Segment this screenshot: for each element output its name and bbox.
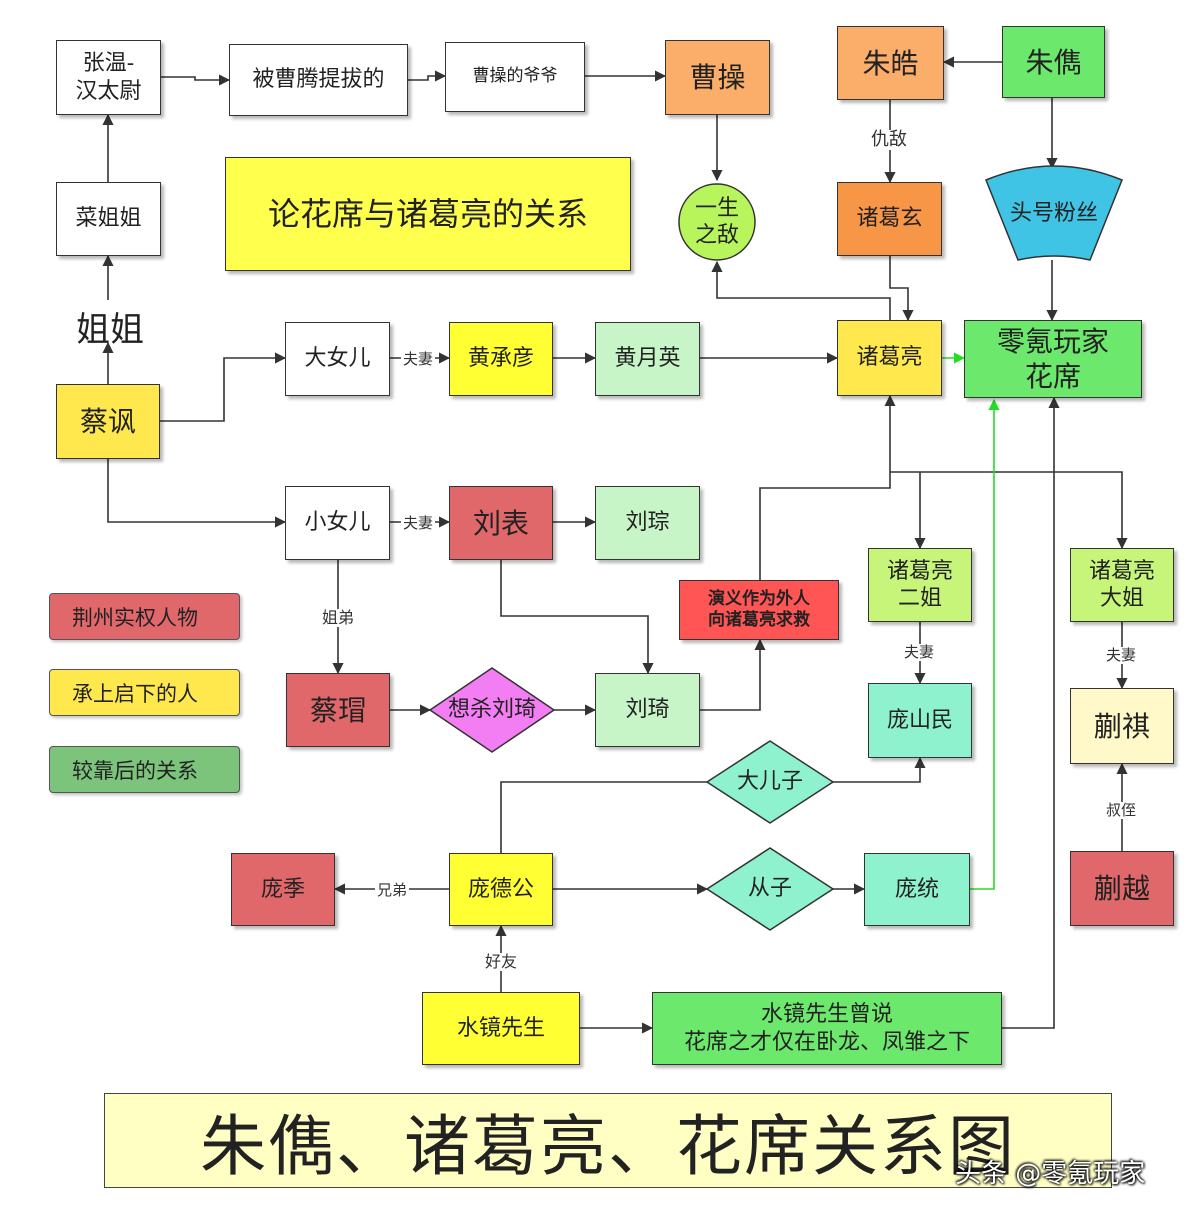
edge-label-fuqi-4: 夫妻 bbox=[1104, 646, 1139, 664]
node-zhugeliang[interactable]: 诸葛亮 bbox=[837, 320, 942, 396]
edge-pangdegong-daerzi bbox=[500, 781, 707, 853]
edge-zhugexuan-zhugeliang bbox=[889, 256, 914, 322]
node-liubiao[interactable]: 刘表 bbox=[449, 486, 553, 560]
edge-caifeng-danver bbox=[160, 352, 287, 422]
edge-label-fuqi-2: 夫妻 bbox=[401, 514, 436, 532]
edge-yanyi-zhugeliang bbox=[759, 394, 896, 580]
edge-caifeng-xiaonver bbox=[107, 459, 287, 528]
node-pangtong[interactable]: 庞统 bbox=[864, 853, 970, 926]
legend-jingzhou-power: 荆州实权人物 bbox=[49, 593, 240, 640]
edge-liubiao-liuqi bbox=[500, 560, 654, 675]
node-shuijing[interactable]: 水镜先生 bbox=[422, 992, 580, 1065]
node-yanyi[interactable]: 演义作为外人 向诸葛亮求救 bbox=[679, 580, 839, 640]
edge-zhangwen-beicaoteng bbox=[161, 74, 231, 86]
fans-fan-shape bbox=[985, 165, 1123, 261]
label-jiejie: 姐姐 bbox=[76, 310, 144, 350]
node-xiangsha[interactable]: 想杀刘琦 bbox=[447, 697, 536, 723]
edge-daerzi-pangshanmin bbox=[833, 756, 926, 783]
watermark: 头条 @零氪玩家 bbox=[955, 1159, 1146, 1189]
legend-connector: 承上启下的人 bbox=[49, 669, 240, 716]
enemy-circle-shape bbox=[678, 183, 756, 261]
main-title-banner: 朱儁、诸葛亮、花席关系图 bbox=[104, 1093, 1112, 1188]
edge-pangtong-huaxi bbox=[970, 398, 1000, 890]
node-caocao-grandpa[interactable]: 曹操的爷爷 bbox=[445, 42, 585, 112]
edge-beicaoteng-grandpa bbox=[408, 70, 447, 82]
edge-label-jiedi: 姐弟 bbox=[320, 608, 357, 627]
node-caifeng[interactable]: 蔡讽 bbox=[56, 384, 160, 459]
node-pangdegong[interactable]: 庞德公 bbox=[449, 853, 553, 926]
node-xiaonver[interactable]: 小女儿 bbox=[285, 486, 390, 560]
node-congzi[interactable]: 从子 bbox=[747, 876, 792, 902]
node-zhuhao[interactable]: 朱皓 bbox=[837, 26, 944, 100]
xiangsha-diamond-shape bbox=[428, 667, 556, 753]
edge-liuqi-yanyi bbox=[700, 638, 766, 711]
node-liuqi[interactable]: 刘琦 bbox=[595, 673, 700, 747]
node-yishengzhidi[interactable]: 一生 之敌 bbox=[694, 195, 739, 249]
node-caimao[interactable]: 蔡瑁 bbox=[286, 673, 390, 747]
node-shuijing-said[interactable]: 水镜先生曾说 花席之才仅在卧龙、凤雏之下 bbox=[652, 992, 1002, 1065]
node-danver[interactable]: 大女儿 bbox=[285, 322, 390, 396]
node-zhujun[interactable]: 朱儁 bbox=[1002, 26, 1105, 98]
edge-zhugeliang-enemy bbox=[711, 260, 891, 320]
node-huaxi[interactable]: 零氪玩家 花席 bbox=[964, 320, 1142, 398]
node-zhangwen[interactable]: 张温- 汉太尉 bbox=[56, 40, 161, 115]
edge-label-xiongdi: 兄弟 bbox=[375, 881, 410, 899]
node-caijiejie[interactable]: 菜姐姐 bbox=[56, 182, 161, 256]
node-kuaiqi[interactable]: 蒯祺 bbox=[1070, 688, 1174, 764]
edge-label-shuzhi: 叔侄 bbox=[1104, 801, 1139, 819]
node-liucong[interactable]: 刘琮 bbox=[595, 486, 700, 560]
congzi-diamond-shape bbox=[705, 847, 835, 931]
edge-label-fuqi-3: 夫妻 bbox=[902, 643, 937, 661]
node-caocao[interactable]: 曹操 bbox=[665, 40, 770, 115]
node-zhugexuan[interactable]: 诸葛玄 bbox=[837, 182, 942, 256]
node-zhuge-dajie[interactable]: 诸葛亮 大姐 bbox=[1070, 548, 1174, 622]
edge-said-huaxi bbox=[1002, 396, 1060, 1029]
node-huangchengyan[interactable]: 黄承彦 bbox=[449, 322, 553, 396]
node-huangyueying[interactable]: 黄月英 bbox=[595, 322, 700, 396]
edge-label-choudi: 仇敌 bbox=[869, 129, 909, 150]
node-daerzi[interactable]: 大儿子 bbox=[736, 769, 803, 795]
node-kuaiyue[interactable]: 蒯越 bbox=[1070, 851, 1174, 926]
edge-label-fuqi-1: 夫妻 bbox=[401, 350, 436, 368]
legend-later-relation: 较靠后的关系 bbox=[49, 746, 240, 793]
node-beicaoteng[interactable]: 被曹腾提拔的 bbox=[229, 44, 408, 116]
edge-label-haoyou: 好友 bbox=[483, 952, 520, 971]
node-pangji[interactable]: 庞季 bbox=[231, 853, 335, 926]
node-zhuge-erjie[interactable]: 诸葛亮 二姐 bbox=[868, 548, 972, 622]
node-toufanfensi[interactable]: 头号粉丝 bbox=[1009, 201, 1098, 227]
daerzi-diamond-shape bbox=[705, 740, 835, 824]
edge-zhugeliang-sisters bbox=[890, 471, 1128, 550]
node-pangshanmin[interactable]: 庞山民 bbox=[868, 683, 972, 758]
topic-title-box: 论花席与诸葛亮的关系 bbox=[225, 157, 631, 271]
